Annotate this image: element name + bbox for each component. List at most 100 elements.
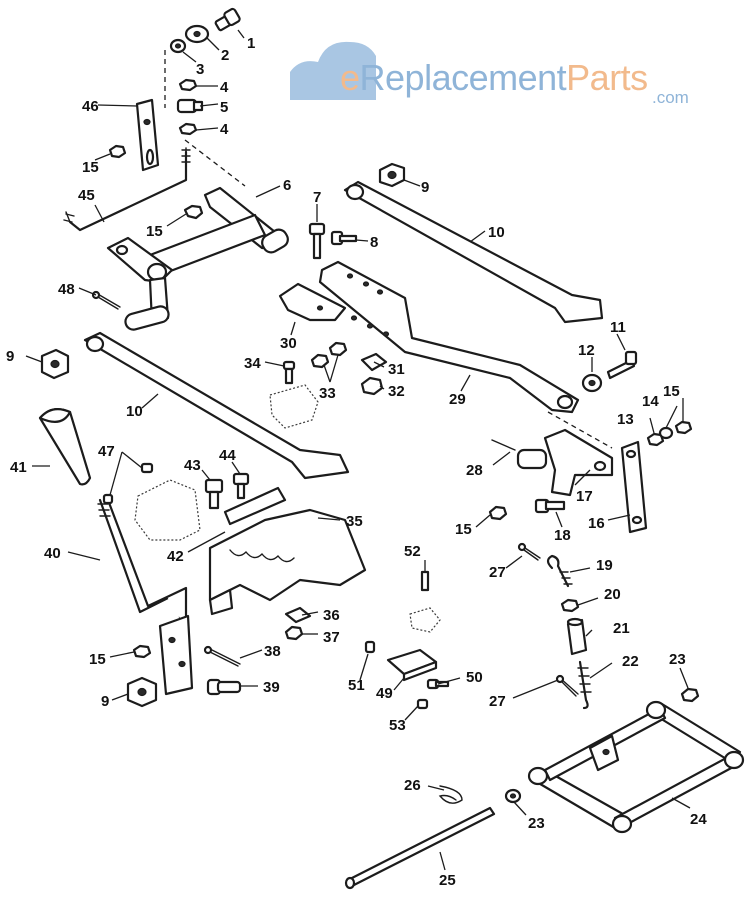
part-35-quadrant-plate <box>208 508 367 616</box>
part-20-nut <box>560 598 580 613</box>
part-24-frame <box>527 700 745 834</box>
part-9-nut-top <box>378 162 406 188</box>
callout-28: 28 <box>466 462 483 479</box>
callout-14: 14 <box>642 393 659 410</box>
callout-13: 13 <box>617 411 634 428</box>
callout-15-mid: 15 <box>455 521 472 538</box>
quadrant-ghost <box>134 479 201 541</box>
part-41-knob <box>38 407 92 486</box>
part-8-bolt <box>330 230 358 246</box>
part-32-nut <box>360 376 384 396</box>
callout-40: 40 <box>44 545 61 562</box>
part-7-bolt <box>308 222 326 260</box>
callout-23-lower: 23 <box>528 815 545 832</box>
part-22-spring <box>577 660 592 710</box>
callout-49: 49 <box>376 685 393 702</box>
callout-labels: 1 2 3 4 4 5 6 7 8 9 9 9 10 10 11 12 13 1… <box>6 35 707 889</box>
part-15-nut-top <box>108 144 127 159</box>
part-40-lever <box>97 498 194 696</box>
part-14-washer <box>658 426 674 440</box>
callout-51: 51 <box>348 677 365 694</box>
part-53-clip <box>416 698 429 710</box>
part-21-spacer <box>566 617 588 656</box>
watermark-tld: .com <box>652 88 689 107</box>
callout-25: 25 <box>439 872 456 889</box>
part-26-hairpin-clip <box>438 785 463 804</box>
callout-38: 38 <box>264 643 281 660</box>
part-3-nut <box>169 38 187 54</box>
callout-52: 52 <box>404 543 421 560</box>
callout-45: 45 <box>78 187 95 204</box>
callout-9-top: 9 <box>421 179 429 196</box>
part-18-bolt <box>534 498 566 514</box>
part-19-eyebolt <box>546 554 573 588</box>
part-46-bracket <box>135 98 160 172</box>
part-43-bolt <box>204 478 224 510</box>
part-52-screw <box>420 570 430 592</box>
part-13-nut <box>646 432 665 447</box>
callout-47: 47 <box>98 443 115 460</box>
watermark-replacement: Replacement <box>360 57 567 98</box>
callout-20: 20 <box>604 586 621 603</box>
callout-22: 22 <box>622 653 639 670</box>
part-38-cotter-pin <box>203 645 241 667</box>
callout-10-lower: 10 <box>126 403 143 420</box>
callout-5: 5 <box>220 99 228 116</box>
callout-32: 32 <box>388 383 405 400</box>
part-34-screw <box>282 360 296 385</box>
part-33-nuts <box>310 341 348 369</box>
watermark-parts: Parts <box>566 57 648 98</box>
callout-6: 6 <box>283 177 291 194</box>
callout-41: 41 <box>10 459 27 476</box>
part-4-nut-upper <box>178 78 198 92</box>
callout-50: 50 <box>466 669 483 686</box>
part-5-stud <box>176 98 204 114</box>
callout-12: 12 <box>578 342 595 359</box>
part-10-link-top <box>343 180 604 324</box>
part-29-strap <box>318 260 580 414</box>
part-11-bolt <box>606 350 638 380</box>
callout-34: 34 <box>244 355 261 372</box>
callout-9-lever: 9 <box>101 693 109 710</box>
callout-30: 30 <box>280 335 297 352</box>
callout-7: 7 <box>313 189 321 206</box>
callout-42: 42 <box>167 548 184 565</box>
part-49-plate <box>386 648 438 682</box>
watermark-logo: eReplacementParts .com <box>290 41 689 107</box>
callout-27-upper: 27 <box>489 564 506 581</box>
callout-15-shaft: 15 <box>146 223 163 240</box>
part-2-washer <box>184 24 210 44</box>
callout-15-top: 15 <box>82 159 99 176</box>
part-51-clip <box>364 640 376 654</box>
mount-block-ghost <box>269 384 319 429</box>
part-44-bolt <box>232 472 250 500</box>
part-48-cotter-pin <box>91 290 121 310</box>
callout-15-right: 15 <box>663 383 680 400</box>
callout-31: 31 <box>388 361 405 378</box>
callout-37: 37 <box>323 629 340 646</box>
callout-44: 44 <box>219 447 236 464</box>
callout-19: 19 <box>596 557 613 574</box>
callout-9-left: 9 <box>6 348 14 365</box>
watermark-cloud-icon <box>290 41 376 100</box>
part-15-nut-right <box>674 420 693 435</box>
callout-10-top: 10 <box>488 224 505 241</box>
callout-4-lower: 4 <box>220 121 229 138</box>
callout-16: 16 <box>588 515 605 532</box>
callout-21: 21 <box>613 620 630 637</box>
callout-8: 8 <box>370 234 378 251</box>
part-23-nut-right <box>680 687 700 703</box>
part-27-cotter-lower <box>555 674 579 697</box>
callout-43: 43 <box>184 457 201 474</box>
part-15-nut-mid <box>488 505 508 521</box>
part-45-rod <box>63 147 191 232</box>
part-28-pin <box>491 439 516 451</box>
callout-23-right: 23 <box>669 651 686 668</box>
part-9-nut-lever <box>126 676 158 708</box>
part-42-guide-bracket <box>223 486 287 526</box>
part-15-nut-lever <box>132 644 152 659</box>
callout-29: 29 <box>449 391 466 408</box>
leader-lines <box>25 29 691 871</box>
callout-17: 17 <box>576 488 593 505</box>
